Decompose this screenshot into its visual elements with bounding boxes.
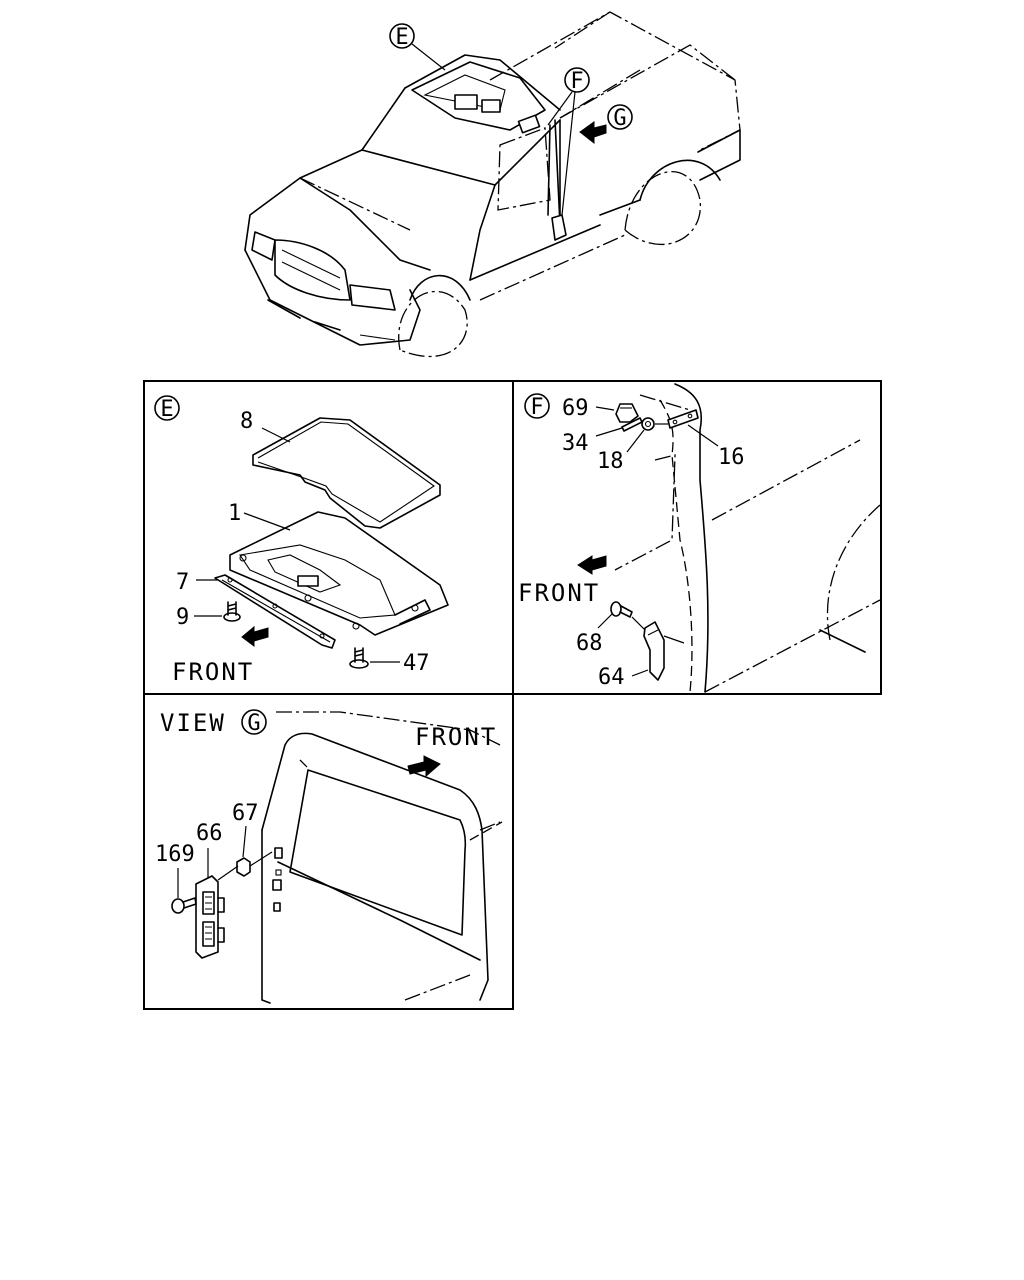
panel-g: VIEW G 67 66 169	[155, 709, 503, 1004]
label-part-16: 16	[718, 445, 745, 470]
label-part-1: 1	[228, 501, 241, 526]
label-part-67: 67	[232, 801, 259, 826]
label-part-66: 66	[196, 821, 223, 846]
panel-e-front-label: FRONT	[172, 658, 254, 686]
label-part-34: 34	[562, 431, 589, 456]
panel-f-front-label: FRONT	[518, 579, 600, 607]
panel-e: E 8 1 7 9 47	[154, 395, 449, 686]
callout-f-overview: F	[570, 69, 583, 94]
panel-g-view-label: VIEW	[160, 709, 226, 737]
panel-f-frame	[512, 380, 882, 695]
panel-g-front-label: FRONT	[415, 723, 497, 751]
label-part-7: 7	[176, 570, 189, 595]
label-part-9: 9	[176, 605, 189, 630]
callout-g-overview: G	[613, 106, 626, 131]
panel-e-marker: E	[160, 397, 173, 422]
panel-f-marker: F	[530, 395, 543, 420]
truck-overview: E F G	[244, 11, 741, 358]
callout-e-overview: E	[395, 25, 408, 50]
panel-g-marker: G	[247, 711, 260, 736]
label-part-69: 69	[562, 396, 589, 421]
label-part-8: 8	[240, 409, 253, 434]
panel-g-frame	[143, 693, 514, 1010]
panel-f: F 69 34 18 16 68	[518, 383, 881, 693]
label-part-47: 47	[403, 651, 430, 676]
label-part-64: 64	[598, 665, 625, 690]
label-part-169: 169	[155, 842, 195, 867]
label-part-68: 68	[576, 631, 603, 656]
label-part-18: 18	[597, 449, 624, 474]
